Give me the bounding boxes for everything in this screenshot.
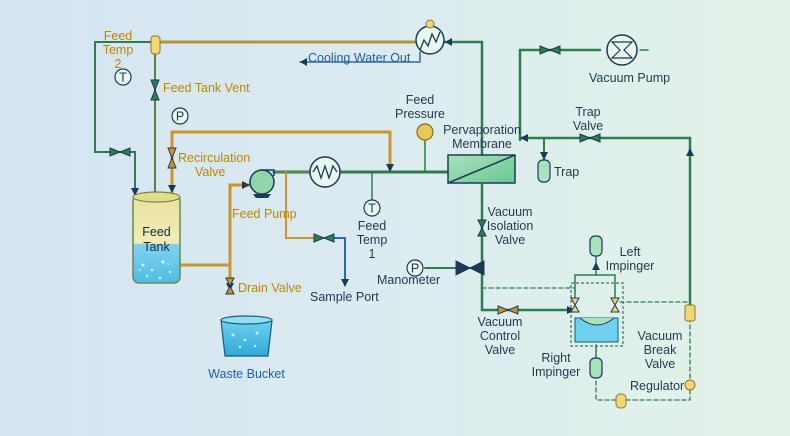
vacuum-break-valve-label-line1: Vacuum — [638, 329, 683, 343]
feed-temp-1-label-line1: Feed — [358, 219, 387, 233]
vacuum-isolation-valve-label-line1: Vacuum — [488, 205, 533, 219]
valve-icon — [539, 45, 561, 55]
vacuum-pump — [606, 34, 638, 66]
feed-temp-1-label-line2: Temp — [357, 233, 388, 247]
trap-valve-label-line2: Valve — [573, 119, 603, 133]
arrow-icon — [592, 262, 600, 270]
arrow-icon — [386, 164, 394, 172]
valve-icon — [570, 297, 580, 313]
recirculation-valve-label-line2: Valve — [195, 165, 225, 179]
manometer-label: Manometer — [377, 273, 440, 287]
flow-arrows — [131, 38, 694, 314]
arrow-icon — [341, 279, 349, 287]
vacuum-break-valve-label-line2: Break — [644, 343, 677, 357]
drain-valve-label: Drain Valve — [238, 281, 302, 295]
valve-icon — [109, 147, 131, 157]
temperature-indicator-1: T — [363, 199, 381, 217]
left-impinger-label-line1: Left — [620, 245, 641, 259]
recirculation-valve-label-line1: Recirculation — [178, 151, 250, 165]
pervaporation-membrane-label-line2: Membrane — [452, 137, 512, 151]
valves — [109, 45, 620, 315]
valve-icon — [150, 79, 160, 101]
vacuum-control-valve-label-line2: Control — [480, 329, 520, 343]
vacuum-break-valve-body — [684, 304, 696, 322]
feed-pressure-label-line1: Feed — [406, 93, 435, 107]
vacuum-control-valve-label-line3: Valve — [485, 343, 515, 357]
regulator — [684, 379, 696, 391]
arrow-icon — [168, 185, 176, 193]
cooling-heat-exchanger — [415, 19, 445, 55]
vacuum-control-valve-label-line1: Vacuum — [478, 315, 523, 329]
feed-tank-vent-label: Feed Tank Vent — [163, 81, 250, 95]
arrow-icon — [300, 58, 307, 66]
feed-temp-1-label-line3: 1 — [369, 247, 376, 261]
regulator-label: Regulator — [630, 379, 684, 393]
valve-icon — [477, 219, 487, 237]
feed-temp-2-label-line2: Temp — [103, 43, 134, 57]
vacuum-isolation-valve-label-line3: Valve — [495, 233, 525, 247]
arrow-icon — [445, 38, 452, 46]
arrow-icon — [520, 134, 528, 142]
trap-valve-label-line1: Trap — [575, 105, 600, 119]
feed-pump — [249, 169, 275, 198]
valve-icon — [225, 277, 235, 295]
pressure-indicator-vent: P — [171, 107, 189, 125]
pervaporation-membrane-label-line1: Pervaporation — [443, 123, 521, 137]
arrow-icon — [686, 148, 694, 156]
manometer: P — [406, 259, 424, 277]
regulator-vessel — [615, 393, 627, 409]
temperature-indicator-2: T — [114, 68, 132, 86]
manometer-symbol: P — [411, 262, 419, 276]
cooling-water-out-label: Cooling Water Out — [308, 51, 411, 65]
vacuum-pump-label: Vacuum Pump — [589, 71, 670, 85]
arrow-icon — [242, 181, 250, 189]
feed-tank-label-line1: Feed — [142, 225, 171, 239]
left-impinger — [589, 235, 603, 257]
valve-icon — [579, 133, 601, 143]
feed-heat-exchanger — [309, 156, 341, 188]
labels: Feed Temp 2 Feed Tank Vent Cooling Water… — [103, 29, 684, 393]
arrow-icon — [131, 188, 139, 196]
pervaporation-membrane — [447, 154, 516, 184]
temp-2-symbol: T — [119, 71, 127, 85]
vent-pressure-symbol: P — [176, 110, 184, 124]
left-impinger-label-line2: Impinger — [606, 259, 655, 273]
feed-pump-label: Feed Pump — [232, 207, 297, 221]
feed-tank-label-line2: Tank — [143, 240, 170, 254]
valve-icon — [167, 147, 177, 169]
valve-icon — [313, 233, 335, 243]
feed-pressure-label-line2: Pressure — [395, 107, 445, 121]
right-impinger-label-line1: Right — [541, 351, 571, 365]
arrow-icon — [540, 152, 548, 160]
waste-bucket — [220, 315, 273, 357]
temp-1-symbol: T — [368, 202, 376, 216]
vacuum-break-valve-label-line3: Valve — [645, 357, 675, 371]
valve-icon — [455, 260, 485, 276]
vacuum-isolation-valve-label-line2: Isolation — [487, 219, 534, 233]
trap-label: Trap — [554, 165, 579, 179]
feed-temp-2-label-line1: Feed — [104, 29, 133, 43]
feed-pressure-gauge — [416, 123, 434, 141]
feed-temp-2-label-line3: 2 — [115, 57, 122, 71]
valve-icon — [497, 305, 519, 315]
impinger-assembly — [570, 282, 624, 347]
right-impinger — [589, 357, 603, 379]
sample-port-label: Sample Port — [310, 290, 379, 304]
waste-bucket-label: Waste Bucket — [208, 367, 285, 381]
right-impinger-label-line2: Impinger — [532, 365, 581, 379]
trap-vessel — [537, 159, 551, 183]
vent-fitting — [150, 35, 161, 55]
feed-tank: Feed Tank — [132, 191, 181, 284]
valve-icon — [610, 297, 620, 313]
